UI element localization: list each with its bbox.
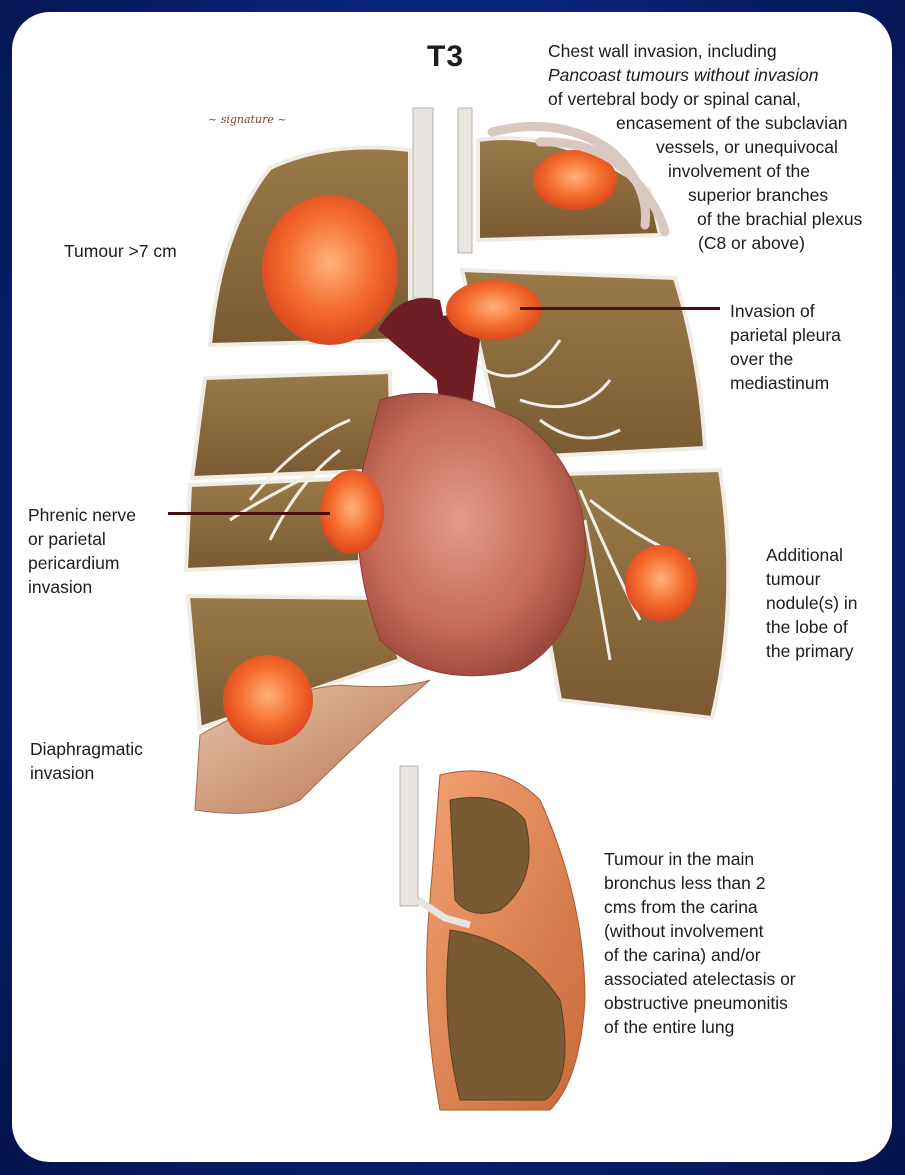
chest-wall-line-2: Pancoast tumours without invasion: [548, 64, 818, 88]
phrenic-line-2: or parietal: [28, 528, 106, 552]
nodule-line-4: the lobe of: [766, 616, 848, 640]
collapsed-lung: [400, 766, 585, 1110]
chest-wall-line-4: encasement of the subclavian: [616, 112, 848, 136]
leader-line-pleura: [520, 307, 720, 310]
phrenic-line-3: pericardium: [28, 552, 119, 576]
bronchus-line-4: (without involvement: [604, 920, 764, 944]
bronchus-line-6: associated atelectasis or: [604, 968, 796, 992]
nodule-line-2: tumour: [766, 568, 820, 592]
slide-title: T3: [427, 40, 464, 74]
nodule-line-5: the primary: [766, 640, 854, 664]
bronchus-line-8: of the entire lung: [604, 1016, 734, 1040]
chest-wall-line-3: of vertebral body or spinal canal,: [548, 88, 801, 112]
bronchus-line-5: of the carina) and/or: [604, 944, 761, 968]
label-tumour-size: Tumour >7 cm: [64, 240, 177, 264]
bronchus-line-7: obstructive pneumonitis: [604, 992, 788, 1016]
phrenic-line-1: Phrenic nerve: [28, 504, 136, 528]
pleura-line-1: Invasion of: [730, 300, 815, 324]
phrenic-line-4: invasion: [28, 576, 92, 600]
left-lobe-slab-2: [192, 372, 392, 478]
bronchus-line-2: bronchus less than 2: [604, 872, 766, 896]
chest-wall-line-6: involvement of the: [668, 160, 810, 184]
leader-line-phrenic: [168, 512, 330, 515]
chest-wall-line-7: superior branches: [688, 184, 828, 208]
chest-wall-line-1: Chest wall invasion, including: [548, 40, 777, 64]
large-tumour: [262, 195, 398, 345]
pleura-line-4: mediastinum: [730, 372, 829, 396]
nodule-tumour: [625, 545, 697, 621]
chest-wall-line-5: vessels, or unequivocal: [656, 136, 838, 160]
diaphragm-tumour: [223, 655, 313, 745]
mediastinal-tumour: [446, 280, 542, 340]
diaphragm-line-1: Diaphragmatic: [30, 738, 143, 762]
nodule-line-3: nodule(s) in: [766, 592, 857, 616]
diaphragm-line-2: invasion: [30, 762, 94, 786]
nodule-line-1: Additional: [766, 544, 843, 568]
bronchus-line-3: cms from the carina: [604, 896, 758, 920]
pleura-line-3: over the: [730, 348, 793, 372]
bronchus-line-1: Tumour in the main: [604, 848, 754, 872]
chest-wall-line-8: of the brachial plexus: [697, 208, 862, 232]
artist-signature: ~ signature ~: [208, 113, 287, 126]
chest-wall-line-9: (C8 or above): [698, 232, 805, 256]
pleura-line-2: parietal pleura: [730, 324, 841, 348]
